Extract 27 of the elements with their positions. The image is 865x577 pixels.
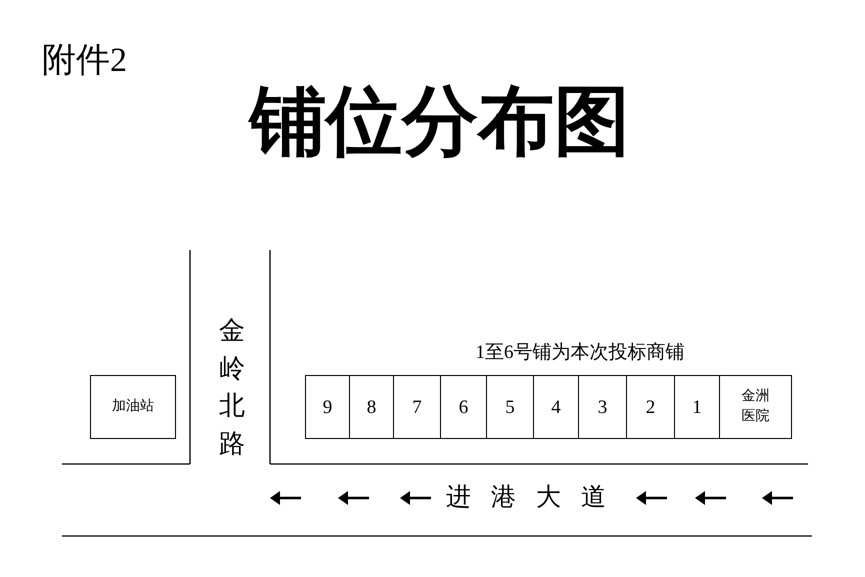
shop-number: 8	[366, 398, 376, 416]
shop-number: 9	[322, 398, 332, 416]
shop-box	[349, 375, 394, 439]
shop-box	[578, 375, 627, 439]
road-name: 金岭北路	[219, 315, 245, 460]
annex-label: 附件2	[42, 44, 127, 78]
shop-box	[674, 375, 720, 439]
note-text: 1至6号铺为本次投标商铺	[474, 343, 686, 362]
shop-number: 2	[646, 398, 656, 416]
building-name: 加油站	[112, 400, 154, 414]
building-box	[719, 375, 792, 439]
shop-box	[440, 375, 487, 439]
shop-box	[393, 375, 441, 439]
building-name: 金洲医院	[740, 388, 770, 426]
road-name: 进港大道	[446, 485, 626, 510]
shop-box	[626, 375, 675, 439]
shop-number: 3	[598, 398, 608, 416]
shop-number: 1	[692, 398, 702, 416]
shop-number: 5	[505, 398, 515, 416]
shop-box	[486, 375, 534, 439]
shop-number: 6	[458, 398, 468, 416]
shop-number: 7	[412, 398, 422, 416]
title: 铺位分布图	[247, 84, 631, 160]
shop-number: 4	[551, 398, 561, 416]
building-box	[90, 375, 176, 439]
shop-box	[305, 375, 350, 439]
shop-box	[533, 375, 579, 439]
